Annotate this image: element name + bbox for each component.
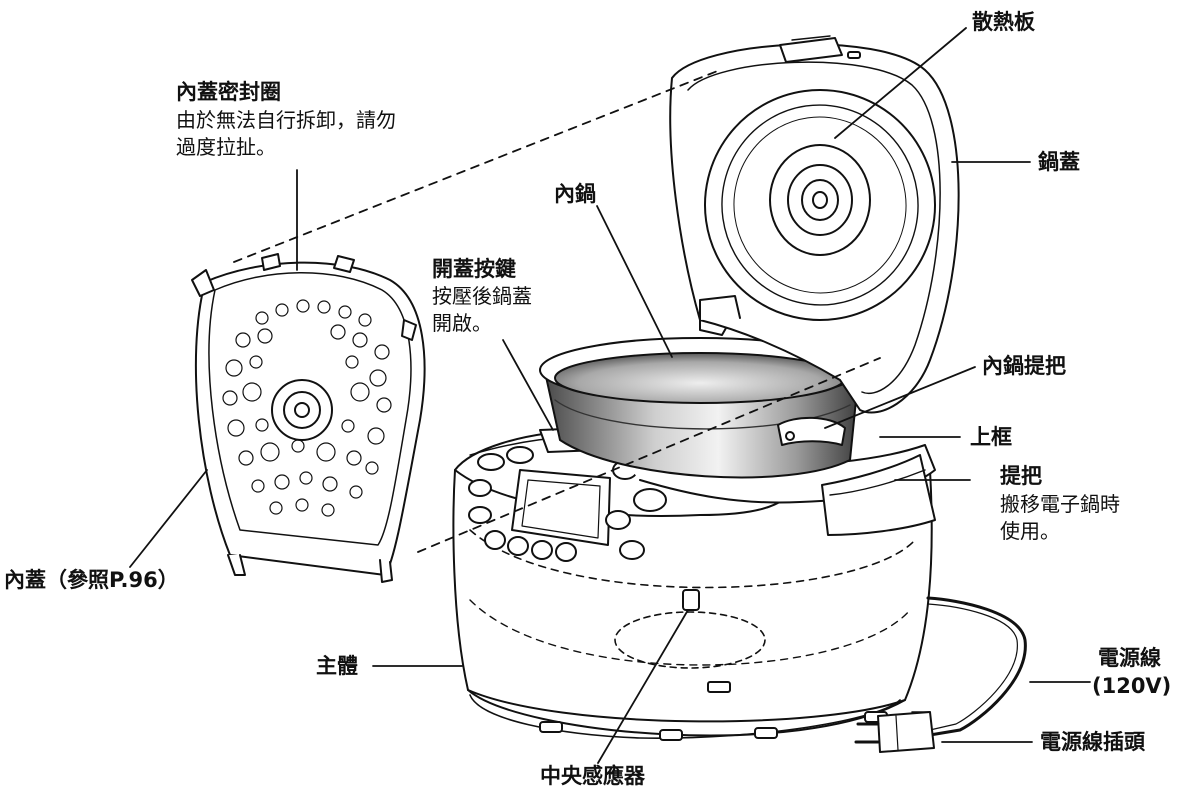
outer-lid-shape bbox=[669, 35, 960, 414]
label-power-cord-line-2: (120V) bbox=[1092, 674, 1172, 698]
label-lid-release-note-1: 按壓後鍋蓋 bbox=[432, 284, 532, 308]
label-outer-lid: 鍋蓋 bbox=[1038, 150, 1080, 174]
label-inner-lid: 內蓋（參照P.96） bbox=[4, 568, 179, 592]
label-upper-frame: 上框 bbox=[970, 425, 1012, 449]
label-power-cord-line-1: 電源線 bbox=[1098, 646, 1161, 670]
inner-lid-shape bbox=[191, 253, 426, 583]
label-main-body: 主體 bbox=[316, 654, 358, 678]
label-heat-plate: 散熱板 bbox=[972, 10, 1035, 34]
label-inner-lid-seal-note-1: 由於無法自行拆卸，請勿 bbox=[176, 108, 396, 132]
label-carry-handle-title: 提把 bbox=[1000, 464, 1042, 488]
label-inner-pot: 內鍋 bbox=[554, 182, 596, 206]
leader-lines bbox=[129, 27, 1091, 764]
label-power-plug: 電源線插頭 bbox=[1040, 730, 1145, 754]
label-lid-release-note-2: 開啟。 bbox=[432, 311, 492, 335]
inner-pot-shape bbox=[539, 337, 861, 479]
label-inner-lid-seal-title: 內蓋密封圈 bbox=[176, 80, 281, 104]
label-center-sensor: 中央感應器 bbox=[540, 764, 645, 788]
assembly-guide-lines bbox=[233, 69, 881, 553]
power-cord-shape bbox=[854, 596, 1027, 753]
label-inner-lid-seal-note-2: 過度拉扯。 bbox=[176, 135, 276, 159]
label-inner-pot-handle: 內鍋提把 bbox=[982, 354, 1066, 378]
label-carry-handle-note-1: 搬移電子鍋時 bbox=[1000, 492, 1120, 516]
label-lid-release-title: 開蓋按鍵 bbox=[432, 257, 516, 281]
label-carry-handle-note-2: 使用。 bbox=[1000, 519, 1060, 543]
